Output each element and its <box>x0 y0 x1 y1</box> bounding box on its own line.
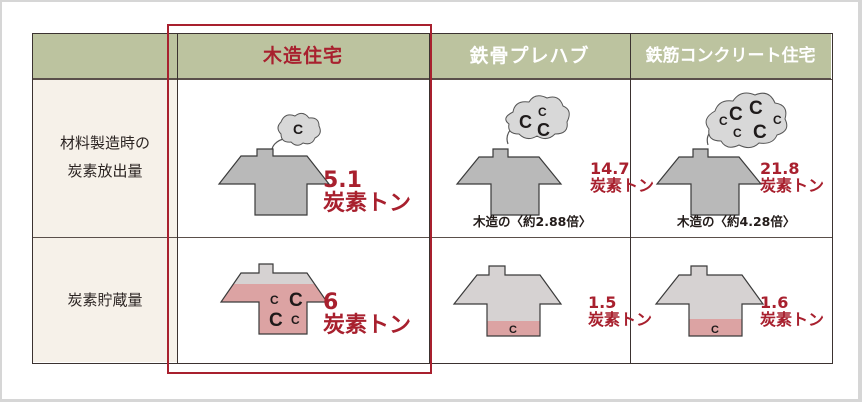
rc-emission-ratio: 木造の〈約4.28倍〉 <box>677 214 796 229</box>
header-steel-prefab: 鉄骨プレハブ <box>469 45 590 67</box>
steel-house-emission-icon: C C C <box>455 95 570 216</box>
header-divider <box>33 79 832 80</box>
rc-storage-value: 1.6 炭素トン <box>760 293 825 329</box>
svg-text:C: C <box>733 126 742 140</box>
wooden-emission-number: 5.1 <box>323 168 362 193</box>
rc-house-storage-icon: C <box>654 265 765 337</box>
svg-text:C: C <box>538 105 547 119</box>
rc-house-emission-icon: C C C C C C <box>655 92 788 216</box>
wooden-storage-value: 6 炭素トン <box>323 291 411 337</box>
row-divider <box>33 237 832 238</box>
steel-emission-ratio: 木造の〈約2.88倍〉 <box>473 214 592 229</box>
wooden-storage-number: 6 <box>323 290 339 315</box>
svg-text:C: C <box>509 324 517 336</box>
rc-emission-unit: 炭素トン <box>760 175 825 195</box>
row-label-emission-line2: 炭素放出量 <box>67 162 143 180</box>
svg-text:C: C <box>711 324 719 336</box>
row-label-column <box>33 79 177 362</box>
svg-text:C: C <box>773 113 782 127</box>
svg-text:C: C <box>729 104 743 125</box>
col-divider-1 <box>177 34 178 363</box>
col-divider-2 <box>429 34 430 363</box>
svg-text:C: C <box>719 114 728 128</box>
row-label-emission-line1: 材料製造時の <box>59 134 150 152</box>
svg-text:C: C <box>269 310 283 331</box>
row-label-storage-line1: 炭素貯蔵量 <box>67 291 143 309</box>
wooden-storage-unit: 炭素トン <box>323 313 412 339</box>
wooden-emission-value: 5.1 炭素トン <box>323 169 411 215</box>
svg-text:C: C <box>519 112 532 132</box>
row-label-storage: 炭素貯蔵量 <box>33 286 177 314</box>
header-wooden-house: 木造住宅 <box>262 45 343 67</box>
wooden-house-storage-icon: C C C C <box>219 263 329 335</box>
svg-text:C: C <box>270 293 279 307</box>
wooden-house-emission-icon: C <box>217 112 331 216</box>
steel-emission-value: 14.7 炭素トン <box>590 159 655 195</box>
steel-house-storage-icon: C <box>452 265 563 337</box>
svg-text:C: C <box>537 120 550 140</box>
header-rc-house: 鉄筋コンクリート住宅 <box>645 46 816 66</box>
comparison-table: 木造住宅 鉄骨プレハブ 鉄筋コンクリート住宅 材料製造時の 炭素放出量 炭素貯蔵… <box>32 33 833 364</box>
svg-text:C: C <box>753 122 767 143</box>
svg-text:C: C <box>291 313 300 327</box>
steel-storage-value: 1.5 炭素トン <box>588 293 653 329</box>
header-row <box>33 34 831 79</box>
row-label-emission: 材料製造時の 炭素放出量 <box>33 129 177 185</box>
steel-emission-number: 14.7 <box>590 159 630 178</box>
svg-text:C: C <box>749 98 763 119</box>
svg-text:C: C <box>293 121 303 137</box>
rc-storage-number: 1.6 <box>760 293 789 312</box>
wooden-emission-unit: 炭素トン <box>323 191 412 217</box>
steel-storage-number: 1.5 <box>588 293 617 312</box>
rc-emission-number: 21.8 <box>760 159 800 178</box>
col-divider-3 <box>630 34 631 363</box>
rc-emission-value: 21.8 炭素トン <box>760 159 825 195</box>
svg-text:C: C <box>289 290 303 311</box>
steel-storage-unit: 炭素トン <box>588 309 653 329</box>
rc-storage-unit: 炭素トン <box>760 309 825 329</box>
steel-emission-unit: 炭素トン <box>590 175 655 195</box>
